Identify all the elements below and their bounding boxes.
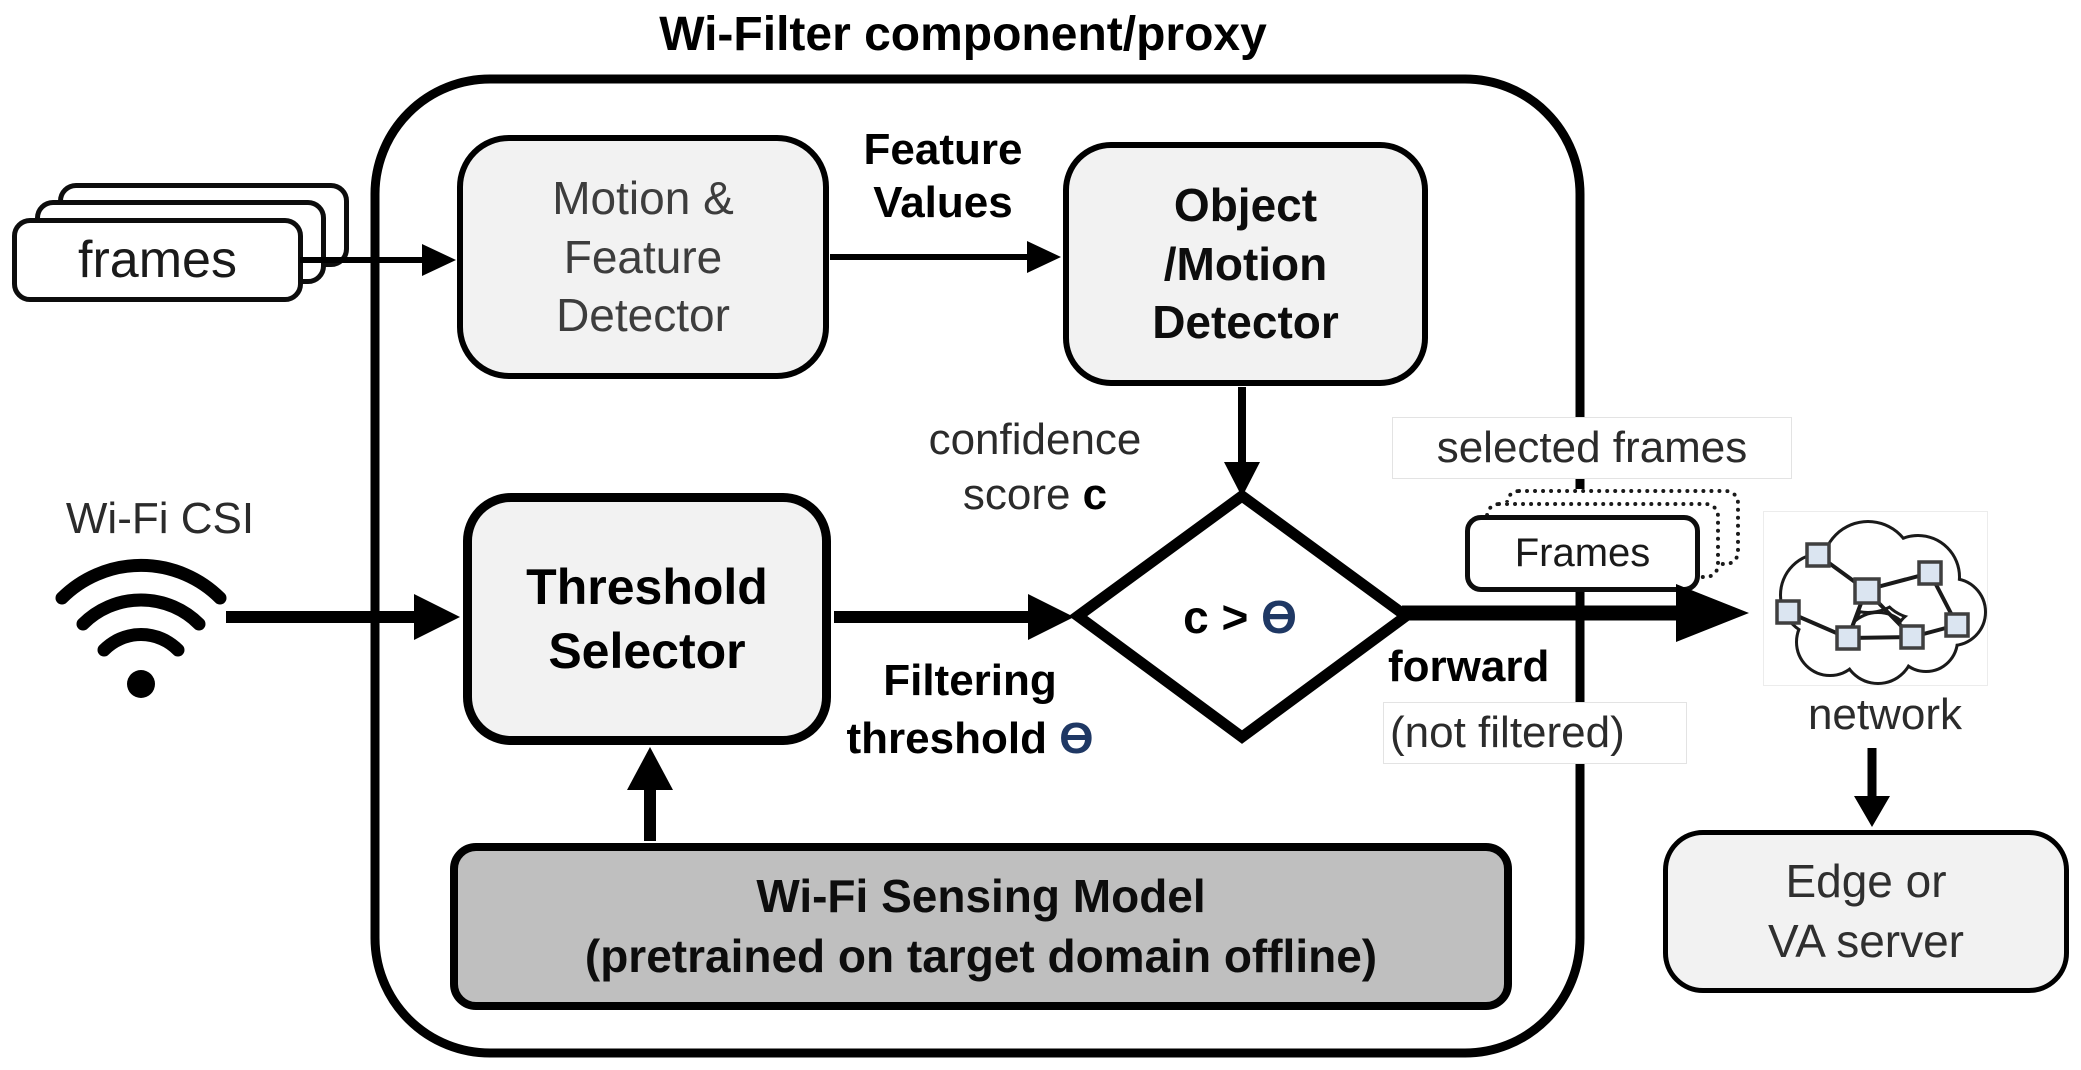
filtering-threshold-word: threshold bbox=[846, 714, 1060, 764]
decision-lhs: c > bbox=[1183, 591, 1262, 643]
confidence-variable-c: c bbox=[1082, 470, 1108, 519]
selected-frames-card-front: Frames bbox=[1465, 515, 1700, 592]
threshold-selector-box: Threshold Selector bbox=[463, 493, 831, 745]
wifi-sensing-model-box: Wi-Fi Sensing Model (pretrained on targe… bbox=[450, 843, 1512, 1010]
confidence-line1: confidence bbox=[928, 415, 1142, 464]
confidence-score-word: score bbox=[962, 470, 1083, 519]
filtering-theta-symbol: Ɵ bbox=[1059, 714, 1094, 764]
selected-frames-box-label: Frames bbox=[1514, 531, 1651, 575]
network-cloud-frame bbox=[1763, 511, 1988, 686]
confidence-score-label: confidence score c bbox=[860, 412, 1210, 522]
feature-values-label: Feature Values bbox=[837, 124, 1049, 230]
threshold-selector-line2: Selector bbox=[548, 623, 746, 679]
edge-va-server-box: Edge or VA server bbox=[1663, 830, 2069, 993]
wifi-sensing-model-line2: (pretrained on target domain offline) bbox=[584, 929, 1378, 982]
wifi-csi-label: Wi-Fi CSI bbox=[65, 494, 255, 543]
decision-theta-symbol: Ɵ bbox=[1261, 591, 1297, 643]
not-filtered-label: (not filtered) bbox=[1383, 702, 1687, 764]
object-motion-detector-line1: Object bbox=[1173, 178, 1318, 231]
decision-condition-label: c > Ɵ bbox=[1090, 589, 1390, 645]
motion-feature-detector-box: Motion & Feature Detector bbox=[457, 135, 829, 379]
network-label: network bbox=[1807, 690, 1963, 739]
forward-label: forward bbox=[1388, 642, 1550, 691]
wifi-sensing-model-line1: Wi-Fi Sensing Model bbox=[756, 869, 1206, 922]
feature-values-line1: Feature bbox=[863, 125, 1023, 174]
frames-label: frames bbox=[78, 231, 237, 289]
threshold-selector-line1: Threshold bbox=[526, 559, 768, 615]
feature-values-line2: Values bbox=[873, 177, 1013, 227]
object-motion-detector-line2: /Motion bbox=[1163, 237, 1328, 290]
motion-feature-detector-line1: Motion & bbox=[552, 171, 734, 224]
filtering-line1: Filtering bbox=[883, 656, 1057, 705]
filtering-threshold-label: Filtering threshold Ɵ bbox=[790, 652, 1150, 768]
object-motion-detector-box: Object /Motion Detector bbox=[1063, 142, 1428, 386]
confidence-line2: score c bbox=[860, 467, 1210, 522]
motion-feature-detector-line3: Detector bbox=[556, 289, 730, 342]
edge-server-line2: VA server bbox=[1768, 914, 1964, 967]
edge-server-line1: Edge or bbox=[1785, 854, 1947, 907]
diagram-title: Wi-Filter component/proxy bbox=[659, 8, 1267, 61]
selected-frames-caption: selected frames bbox=[1392, 417, 1792, 479]
frames-stack-card-front: frames bbox=[12, 218, 303, 302]
filtering-line2: threshold Ɵ bbox=[790, 710, 1150, 768]
object-motion-detector-line3: Detector bbox=[1152, 296, 1339, 349]
motion-feature-detector-line2: Feature bbox=[563, 230, 723, 283]
